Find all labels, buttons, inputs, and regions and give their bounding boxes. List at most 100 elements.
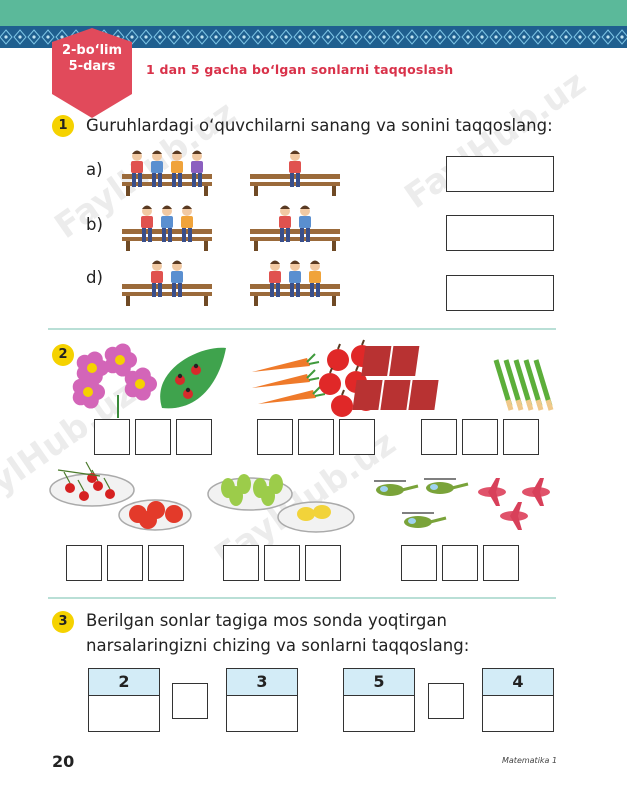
row-label: a): [86, 160, 103, 179]
cherry: [85, 461, 97, 483]
number-drawing-box[interactable]: 4: [482, 668, 554, 732]
helicopter: [374, 480, 419, 496]
flower: [72, 375, 105, 409]
apple: [327, 343, 349, 371]
count-box[interactable]: [148, 545, 184, 581]
tomato: [165, 505, 183, 523]
compare-box[interactable]: [135, 419, 171, 455]
divider: [48, 597, 556, 599]
count-box[interactable]: [421, 419, 457, 455]
answer-box[interactable]: [446, 215, 554, 251]
pear: [261, 486, 275, 506]
cherry: [63, 471, 75, 493]
count-box[interactable]: [401, 545, 437, 581]
bench-group: [250, 150, 340, 196]
number-drawing-box[interactable]: 2: [88, 668, 160, 732]
number-label: 5: [344, 669, 414, 696]
apple: [319, 367, 341, 395]
cherry: [77, 479, 89, 501]
count-box[interactable]: [176, 419, 212, 455]
bench-group: [122, 150, 212, 196]
benches-illustration: [122, 150, 340, 306]
pear: [229, 486, 243, 506]
number-drawing-box[interactable]: 5: [343, 668, 415, 732]
compare-box[interactable]: [462, 419, 498, 455]
flower: [104, 343, 137, 377]
cherry-stem: [57, 469, 101, 477]
count-box[interactable]: [66, 545, 102, 581]
exercise-3-instruction-line2: narsalaringizni chizing va sonlarni taqq…: [86, 636, 470, 655]
flower: [124, 367, 157, 401]
book-title: Matematika 1: [502, 756, 558, 765]
badge-section: 2-bo‘lim: [61, 43, 123, 58]
row-label: d): [86, 268, 103, 287]
tomato: [139, 511, 157, 529]
compare-box[interactable]: [172, 683, 208, 719]
child-figure: [181, 205, 193, 242]
book: [361, 346, 392, 376]
compare-box[interactable]: [442, 545, 478, 581]
number-drawing-box[interactable]: 3: [226, 668, 298, 732]
airplane: [522, 478, 550, 506]
count-box[interactable]: [503, 419, 539, 455]
row-label: b): [86, 215, 103, 234]
number-label: 4: [483, 669, 553, 696]
child-figure: [161, 205, 173, 242]
ladybug: [191, 363, 201, 375]
airplane: [500, 502, 528, 530]
compare-box[interactable]: [264, 545, 300, 581]
count-box[interactable]: [94, 419, 130, 455]
carrot: [252, 369, 320, 388]
book: [408, 380, 439, 410]
objects-illustration: [49, 339, 554, 533]
carrot: [258, 385, 326, 404]
ladybug: [175, 373, 185, 385]
compare-box[interactable]: [428, 683, 464, 719]
book: [352, 380, 383, 410]
child-figure: [171, 150, 183, 187]
number-label: 2: [89, 669, 159, 696]
leaf: [160, 347, 226, 409]
pencil: [513, 359, 534, 411]
lesson-title: 1 dan 5 gacha bo‘lgan sonlarni taqqoslas…: [146, 62, 454, 77]
bench-group: [122, 260, 212, 306]
airplane: [478, 478, 506, 506]
helicopter: [402, 512, 447, 528]
divider: [48, 328, 556, 330]
child-figure: [171, 260, 183, 297]
pencil: [493, 359, 514, 411]
child-figure: [289, 150, 301, 187]
badge-lesson: 5-dars: [68, 59, 116, 74]
exercise-number: 1: [52, 115, 74, 137]
lemon: [313, 505, 331, 519]
child-figure: [309, 260, 321, 297]
exercise-3-instruction-line1: Berilgan sonlar tagiga mos sonda yoqtirg…: [86, 611, 447, 630]
child-figure: [141, 205, 153, 242]
lemon: [297, 507, 315, 521]
bench-group: [250, 205, 340, 251]
count-box[interactable]: [305, 545, 341, 581]
count-box[interactable]: [257, 419, 293, 455]
answer-box[interactable]: [446, 156, 554, 192]
compare-box[interactable]: [298, 419, 334, 455]
pencil: [503, 359, 524, 411]
child-figure: [289, 260, 301, 297]
apple: [331, 389, 353, 417]
ladybug: [183, 387, 193, 399]
count-box[interactable]: [483, 545, 519, 581]
exercise-number: 3: [52, 611, 74, 633]
answer-box[interactable]: [446, 275, 554, 311]
book: [380, 380, 411, 410]
child-figure: [191, 150, 203, 187]
count-box[interactable]: [339, 419, 375, 455]
section-badge: [52, 28, 132, 118]
child-figure: [279, 205, 291, 242]
book: [389, 346, 420, 376]
compare-box[interactable]: [107, 545, 143, 581]
child-figure: [151, 150, 163, 187]
child-figure: [131, 150, 143, 187]
page-number: 20: [52, 752, 75, 771]
number-label: 3: [227, 669, 297, 696]
count-box[interactable]: [223, 545, 259, 581]
child-figure: [151, 260, 163, 297]
